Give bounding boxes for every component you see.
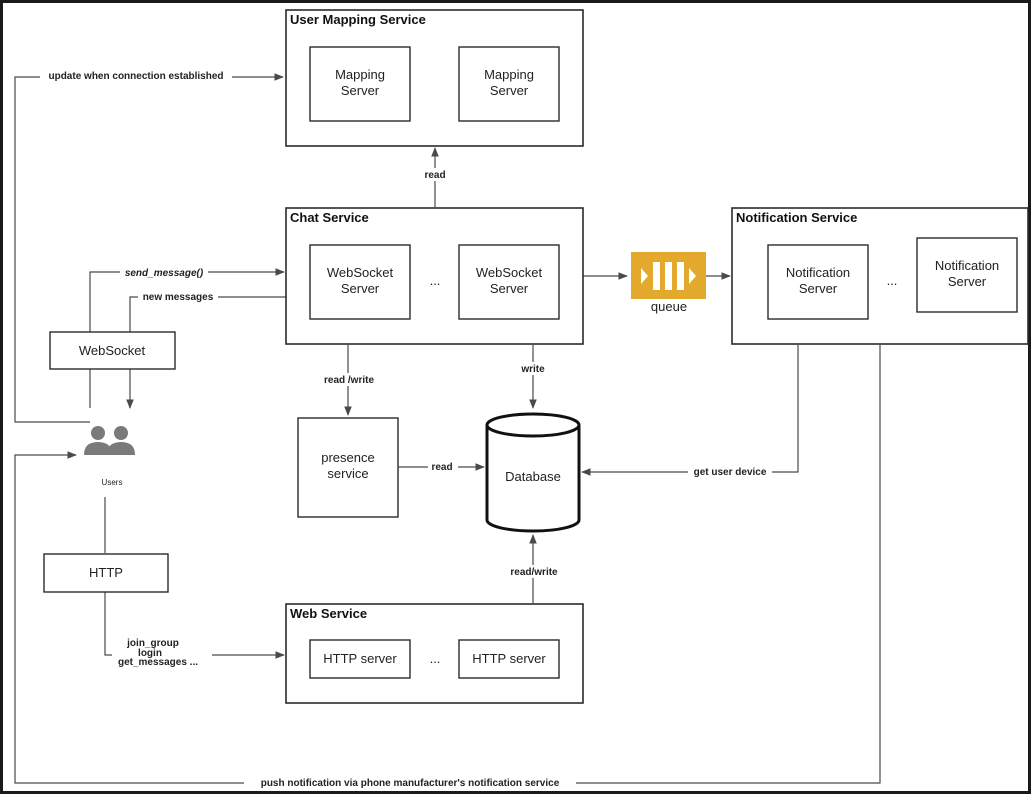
label-web-read-write: read/write: [510, 567, 558, 578]
users-icon: [84, 426, 135, 455]
label-update-when-connected: update when connection established: [48, 71, 223, 82]
edge-http-web: [104, 592, 285, 659]
mapping-server-1-line2: Server: [341, 83, 380, 98]
queue-node: queue: [631, 252, 706, 314]
edge-get-user-device: [581, 345, 799, 476]
notification-server-2-line2: Server: [948, 274, 987, 289]
users-node: Users: [84, 426, 135, 487]
label-read-mapping: read: [424, 170, 445, 181]
edge-new-messages: [126, 296, 286, 409]
chat-service-title: Chat Service: [290, 210, 369, 225]
http-server-2: HTTP server: [472, 651, 546, 666]
presence-line1: presence: [321, 450, 374, 465]
web-service-title: Web Service: [290, 606, 367, 621]
label-join-group: join_group: [126, 638, 179, 649]
edge-send-message: [89, 268, 285, 332]
websocket-label: WebSocket: [79, 343, 146, 358]
chat-service: Chat Service WebSocket Server ... WebSoc…: [285, 207, 584, 345]
notification-service-title: Notification Service: [736, 210, 857, 225]
mapping-server-2-line2: Server: [490, 83, 529, 98]
websocket-server-1-line2: Server: [341, 281, 380, 296]
presence-service-node: presence service: [297, 417, 399, 518]
edge-labels: update when connection established read …: [40, 69, 772, 790]
database-node: Database: [485, 412, 581, 533]
chat-ellipsis: ...: [430, 273, 441, 288]
edge-push-notification: [14, 345, 881, 784]
websocket-server-1-line1: WebSocket: [327, 265, 394, 280]
notification-server-1-line2: Server: [799, 281, 838, 296]
websocket-server-2-line1: WebSocket: [476, 265, 543, 280]
mapping-server-2-line1: Mapping: [484, 67, 534, 82]
users-label: Users: [102, 478, 123, 487]
notification-server-1-line1: Notification: [786, 265, 850, 280]
mapping-server-1-line1: Mapping: [335, 67, 385, 82]
notification-server-2-line1: Notification: [935, 258, 999, 273]
web-service: Web Service HTTP server ... HTTP server: [285, 603, 584, 704]
database-icon: [485, 425, 581, 533]
websocket-node: WebSocket: [49, 331, 176, 370]
label-new-messages: new messages: [143, 292, 214, 303]
websocket-server-2-line2: Server: [490, 281, 529, 296]
http-label: HTTP: [89, 565, 123, 580]
http-node: HTTP: [43, 553, 169, 593]
notification-ellipsis: ...: [887, 273, 898, 288]
label-write-db: write: [520, 364, 545, 375]
label-read-write-presence: read /write: [324, 375, 374, 386]
label-push-notification: push notification via phone manufacturer…: [261, 778, 560, 789]
label-send-message: send_message(): [125, 268, 204, 279]
presence-line2: service: [327, 466, 368, 481]
notification-service: Notification Service Notification Server…: [731, 207, 1029, 345]
user-mapping-service-title: User Mapping Service: [290, 12, 426, 27]
database-label: Database: [505, 469, 561, 484]
user-mapping-service: User Mapping Service Mapping Server Mapp…: [285, 9, 584, 147]
label-get-messages: get_messages ...: [118, 657, 198, 668]
label-login: login: [138, 648, 162, 659]
http-server-1: HTTP server: [323, 651, 397, 666]
label-presence-read: read: [431, 462, 452, 473]
web-ellipsis: ...: [430, 651, 441, 666]
label-get-user-device: get user device: [694, 467, 767, 478]
queue-label: queue: [651, 299, 687, 314]
